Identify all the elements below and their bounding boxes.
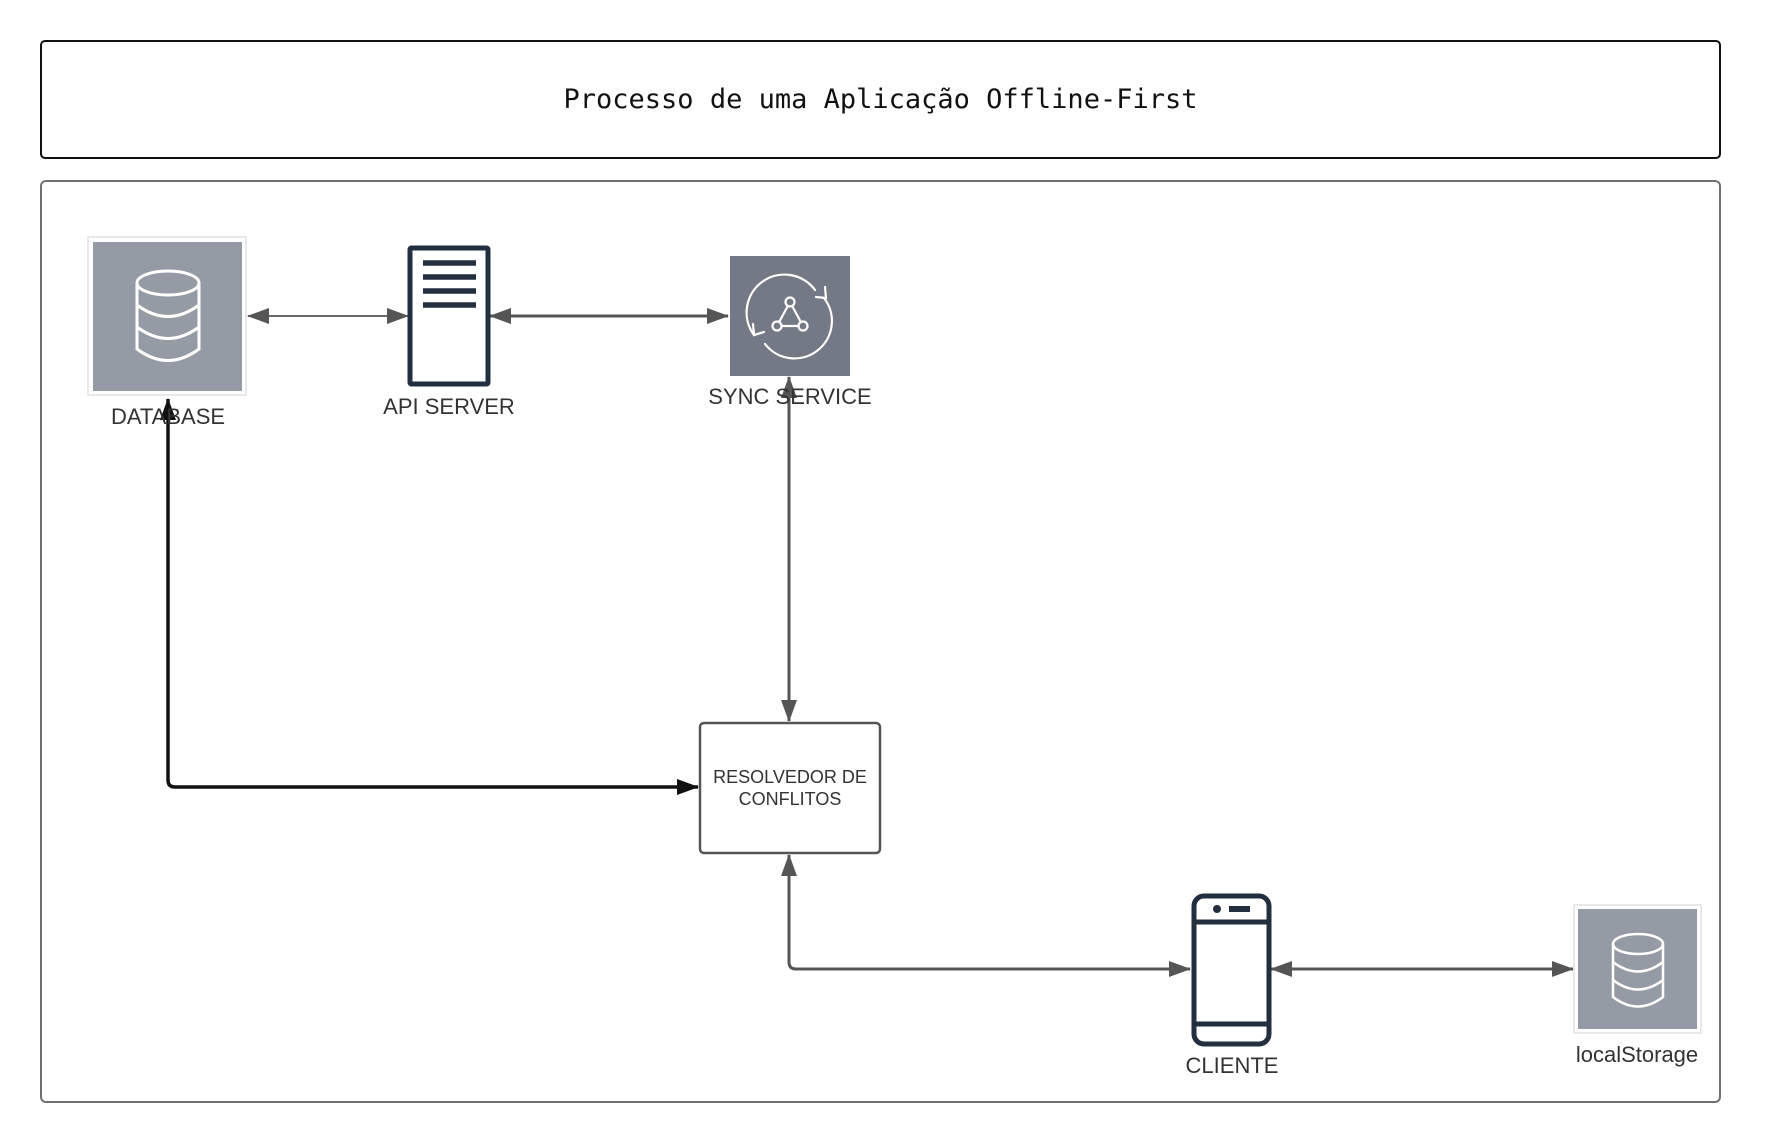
database-icon	[87, 236, 247, 396]
client-label: CLIENTE	[1185, 1053, 1279, 1078]
mobile-phone-icon	[1191, 893, 1272, 1047]
diagram-title: Processo de uma Aplicação Offline-First	[563, 84, 1198, 115]
local-storage-label: localStorage	[1575, 1042, 1699, 1067]
diagram-frame	[40, 180, 1721, 1103]
local-storage-icon	[1573, 904, 1702, 1034]
sync-service-label: SYNC SERVICE	[708, 384, 872, 409]
sync-icon	[730, 256, 850, 376]
api-server-label: API SERVER	[383, 394, 515, 419]
edge-database-resolver	[160, 398, 699, 795]
edge-resolver-client	[781, 854, 1191, 977]
server-icon	[407, 245, 491, 387]
title-box: Processo de uma Aplicação Offline-First	[40, 40, 1721, 159]
resolver-box	[698, 721, 882, 855]
resolver-label: RESOLVEDOR DE CONFLITOS	[713, 767, 867, 809]
database-label: DATABASE	[110, 404, 226, 429]
